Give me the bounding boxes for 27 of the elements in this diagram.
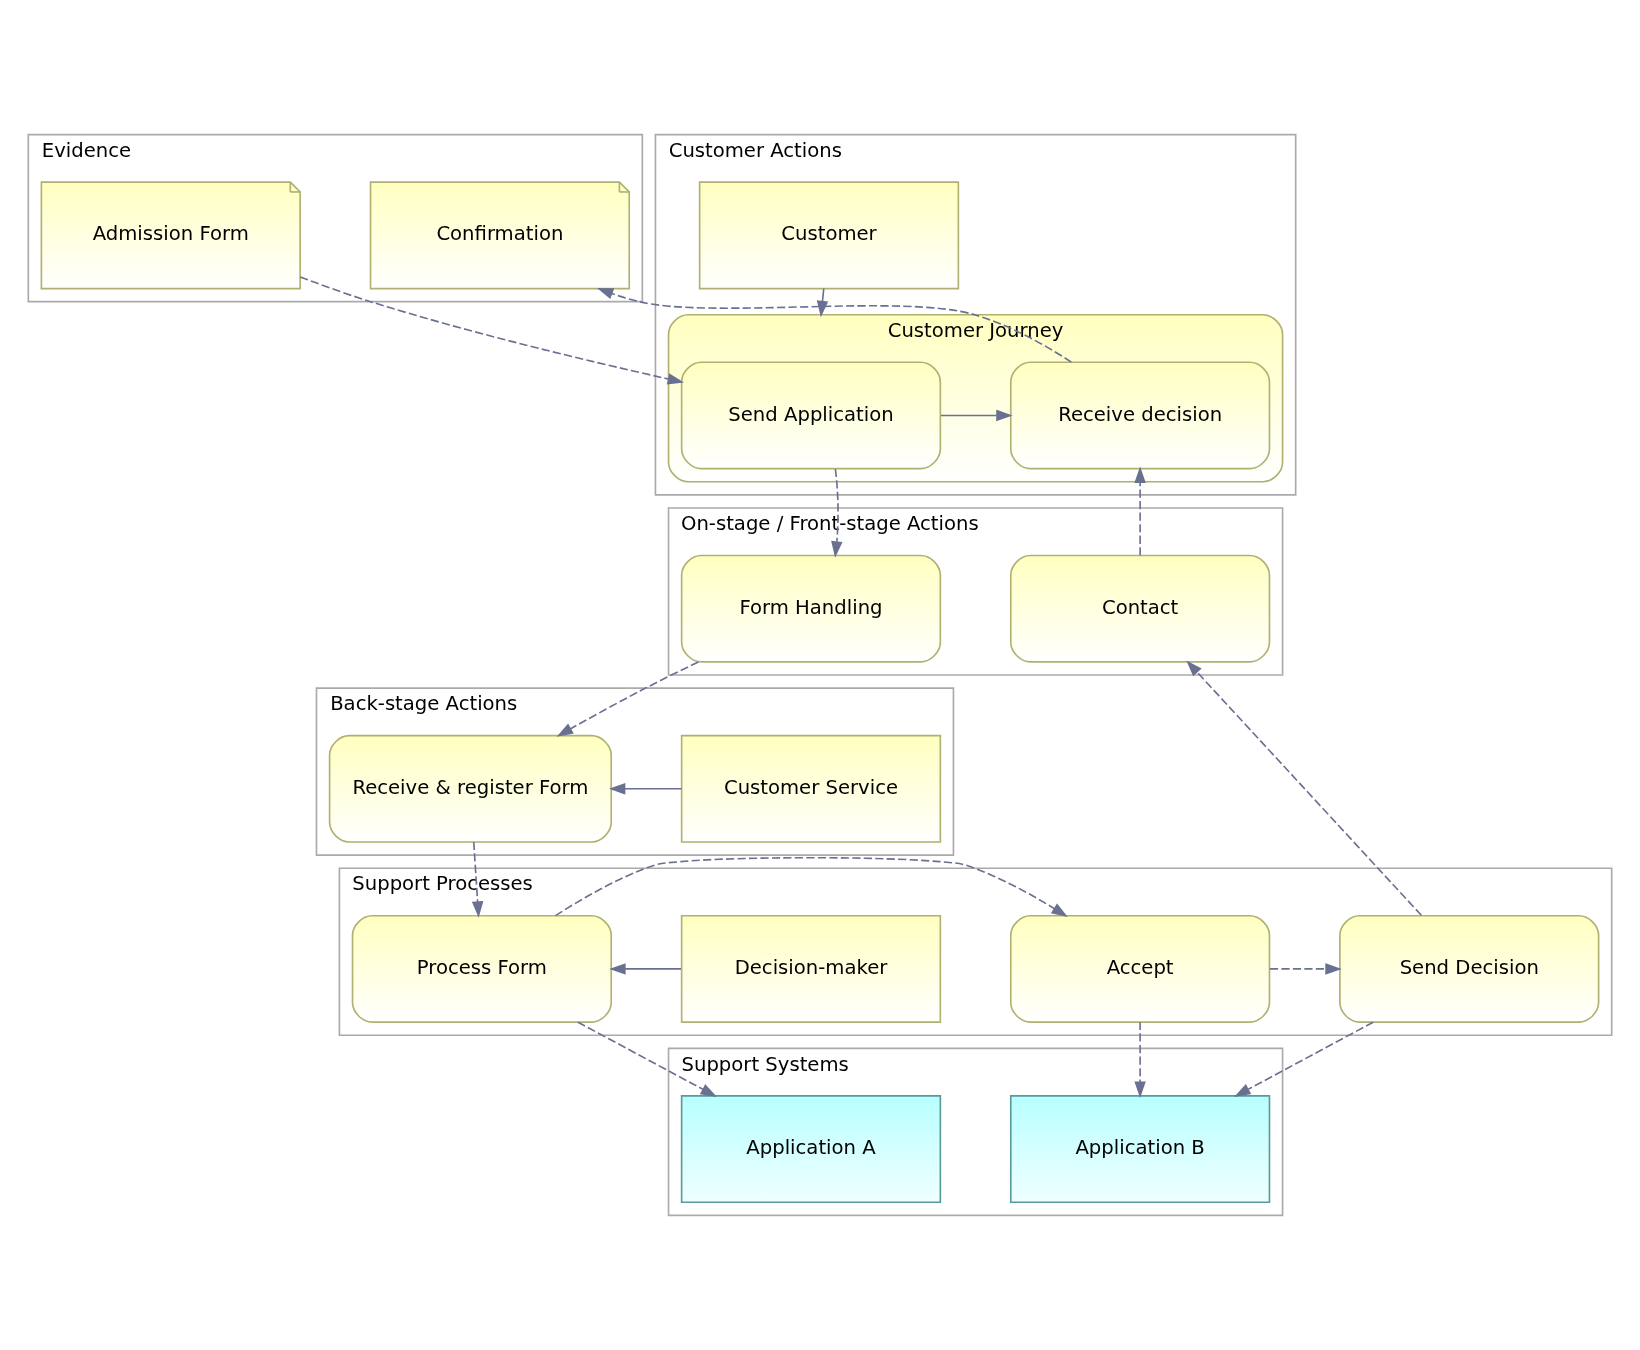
- node-box: Process Form: [351, 914, 613, 1023]
- arrow: [609, 963, 682, 975]
- node-box: Contact: [1009, 554, 1271, 663]
- node-box: Send Application: [680, 361, 942, 470]
- arrow: [471, 841, 484, 918]
- arrow: [1134, 1021, 1146, 1098]
- node-box: Customer Service: [680, 734, 942, 843]
- arrow: [556, 661, 700, 737]
- node-box: Application B: [1009, 1095, 1271, 1204]
- node-box: Accept: [1009, 914, 1271, 1023]
- arrow: [1186, 660, 1423, 917]
- arrow: [299, 276, 685, 385]
- arrow: [940, 409, 1013, 422]
- arrow: [608, 783, 683, 795]
- node-box: Form Handling: [680, 554, 942, 663]
- node-box: Send Decision: [1339, 914, 1600, 1023]
- node-box: Decision-maker: [680, 914, 942, 1023]
- node-box: Application A: [680, 1095, 942, 1204]
- node-box: Receive decision: [1009, 361, 1271, 470]
- arrow: [554, 856, 1068, 917]
- arrow: [577, 1021, 717, 1097]
- arrow: [1234, 1021, 1374, 1097]
- node-box: Receive & register Form: [328, 734, 613, 843]
- arrow: [1134, 466, 1146, 557]
- arrow: [1269, 963, 1342, 975]
- arrow: [831, 468, 843, 558]
- node-box: Customer: [698, 181, 960, 290]
